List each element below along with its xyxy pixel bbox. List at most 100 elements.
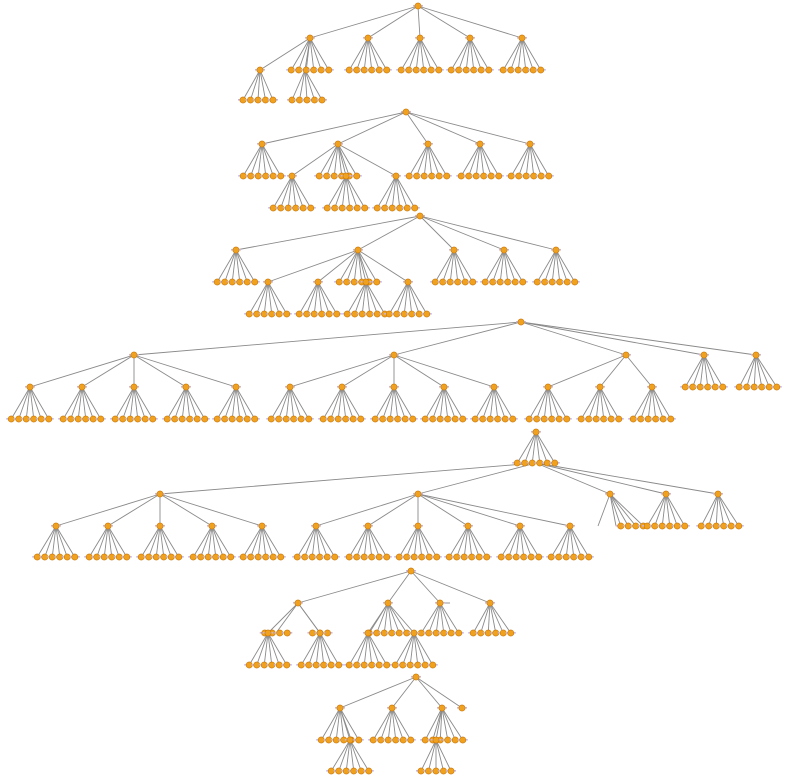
tree-edge <box>467 525 480 558</box>
tree-node <box>432 767 440 775</box>
tree-edge <box>304 69 323 101</box>
edges <box>10 5 778 772</box>
tree-node <box>310 310 318 318</box>
tree-node <box>375 661 383 669</box>
tree-edge <box>417 525 430 558</box>
tree-node <box>334 140 342 148</box>
tree-edge <box>328 707 341 741</box>
tree-node <box>353 553 361 561</box>
tree-edge <box>367 632 380 666</box>
tree-edge <box>525 143 531 177</box>
tree-edge <box>597 493 611 527</box>
tree-node <box>563 278 571 286</box>
tree-edge <box>356 632 369 666</box>
tree-edge <box>300 632 321 666</box>
tree-node <box>615 415 623 423</box>
tree-node <box>529 66 537 74</box>
tree-edge <box>599 354 627 388</box>
tree-node <box>299 204 307 212</box>
tree-edge <box>529 143 550 177</box>
tree-node <box>236 278 244 286</box>
tree-edge <box>235 215 421 251</box>
tree-edge <box>200 525 213 558</box>
tree-edge <box>315 632 321 666</box>
tree-edge <box>231 249 237 283</box>
tree-edge <box>261 111 407 145</box>
tree-edge <box>502 37 523 71</box>
tree-edge <box>374 386 395 420</box>
tree-node <box>392 736 400 744</box>
tree-edge <box>439 602 452 634</box>
tree-edge <box>503 249 509 283</box>
tree-edge <box>357 249 363 283</box>
tree-edge <box>250 525 263 558</box>
tree-edge <box>479 143 492 177</box>
tree-edge <box>81 354 135 388</box>
tree-edge <box>363 37 369 71</box>
tree-edge <box>261 143 274 177</box>
tree-edge <box>717 493 732 527</box>
tree-node <box>622 351 630 359</box>
tree-edge <box>427 143 440 177</box>
tree-edge <box>435 602 441 634</box>
tree-node <box>511 278 519 286</box>
tree-edge <box>317 281 323 315</box>
tree-edge <box>159 462 537 495</box>
tree-node <box>412 66 420 74</box>
tree-edge <box>297 570 412 604</box>
tree-edge <box>405 111 531 145</box>
tree-edge <box>133 386 146 420</box>
tree-node <box>563 415 571 423</box>
tree-node <box>258 522 266 530</box>
tree-edge <box>380 707 393 741</box>
tree-edge <box>599 386 612 420</box>
tree-node <box>333 310 341 318</box>
tree-edge <box>192 525 213 558</box>
tree-node <box>758 383 766 391</box>
tree-edge <box>565 525 571 558</box>
tree-node <box>319 415 327 423</box>
tree-edge <box>349 739 362 772</box>
tree-edge <box>521 37 527 71</box>
tree-edge <box>443 386 449 420</box>
tree-edge <box>717 493 740 527</box>
tree-node <box>100 553 108 561</box>
tree-edge <box>166 386 187 420</box>
tree-node <box>71 553 79 561</box>
tree-node <box>509 415 517 423</box>
tree-node <box>119 415 127 423</box>
tree-edge <box>755 354 770 388</box>
tree-node <box>392 172 400 180</box>
tree-edge <box>319 632 332 666</box>
tree-edge <box>345 175 351 209</box>
tree-edge <box>413 632 419 666</box>
tree-edge <box>289 354 395 388</box>
tree-node <box>421 415 429 423</box>
tree-node <box>314 278 322 286</box>
tree-node <box>399 661 407 669</box>
tree-node <box>383 553 391 561</box>
tree-edge <box>499 249 505 283</box>
tree-edge <box>395 175 416 209</box>
tree-edge <box>242 143 263 177</box>
tree-node <box>156 490 164 498</box>
tree-node <box>515 172 523 180</box>
tree-edge <box>256 281 269 315</box>
tree-node <box>535 553 543 561</box>
tree-edge <box>393 386 414 420</box>
tree-edge <box>419 37 432 71</box>
tree-node <box>570 553 578 561</box>
tree-edge <box>453 249 474 283</box>
tree-edge <box>387 602 415 634</box>
tree-node <box>465 172 473 180</box>
tree-edge <box>308 632 321 666</box>
tree-node <box>362 278 370 286</box>
tree-edge <box>298 281 319 315</box>
tree-node <box>383 66 391 74</box>
tree-node <box>714 490 722 498</box>
tree-node <box>711 383 719 391</box>
tree-node <box>247 172 255 180</box>
tree-edge <box>555 249 568 283</box>
tree-edge <box>393 354 495 388</box>
tree-node <box>697 522 705 530</box>
